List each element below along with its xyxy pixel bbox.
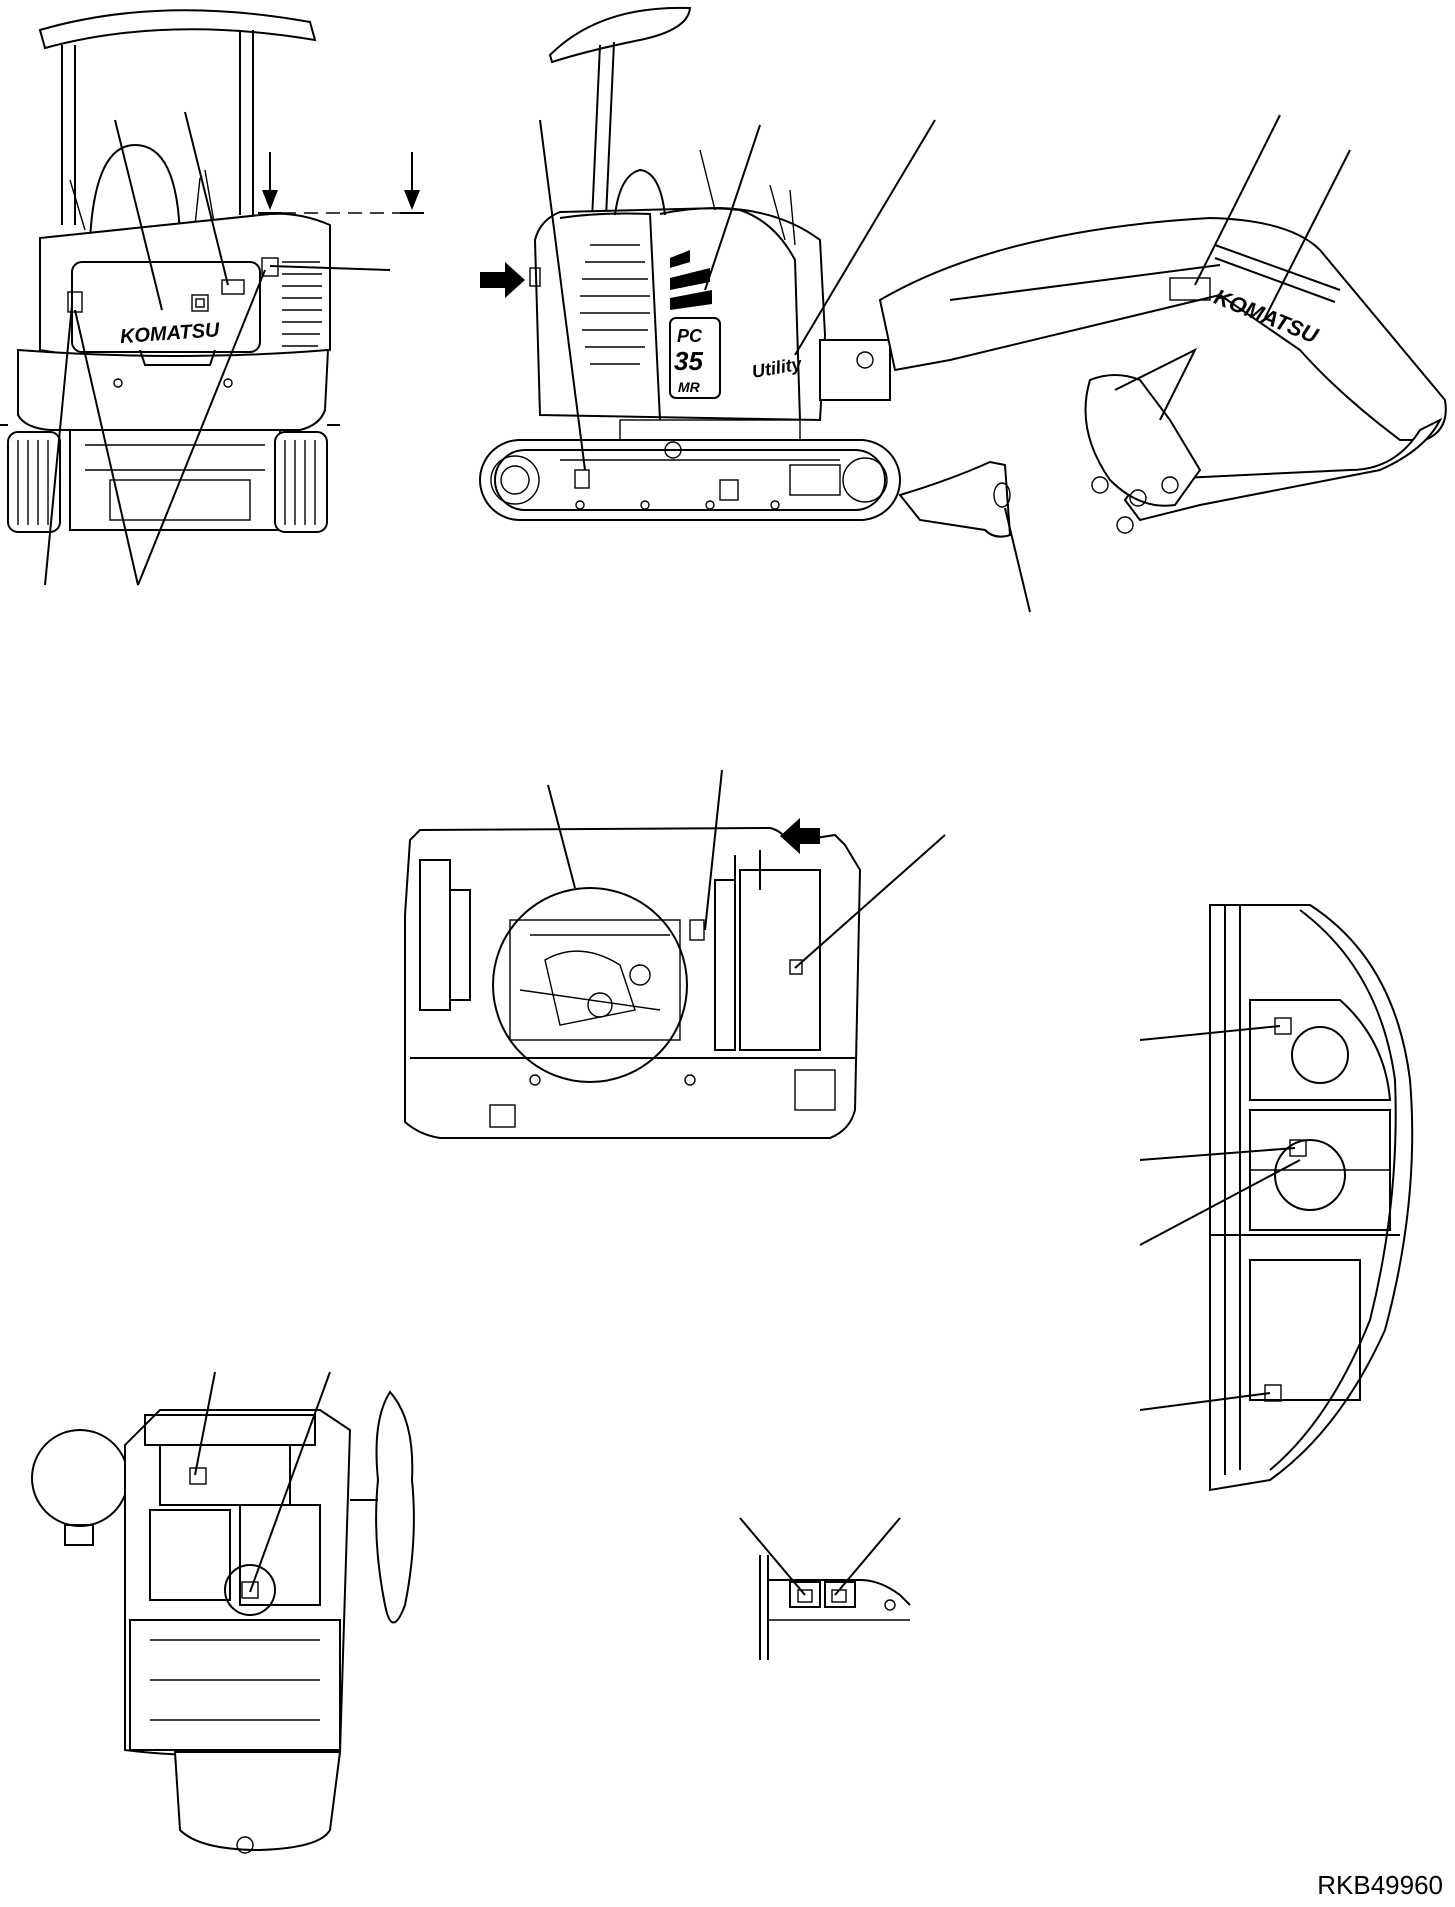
model-badge-line1: PC	[677, 326, 703, 346]
side-panel-detail-view	[1139, 904, 1414, 1492]
engine-view	[31, 1371, 415, 1854]
side-view: PC 35 MR Utility KOMATSU	[479, 6, 1447, 613]
model-badge-line2: 35	[674, 346, 703, 376]
drawing-code: RKB49960	[1317, 1870, 1443, 1900]
rear-view: KOMATSU	[0, 9, 424, 586]
model-badge-line3: MR	[678, 379, 701, 395]
small-label-detail	[739, 1517, 911, 1660]
engine-compartment-top-view	[404, 769, 946, 1139]
